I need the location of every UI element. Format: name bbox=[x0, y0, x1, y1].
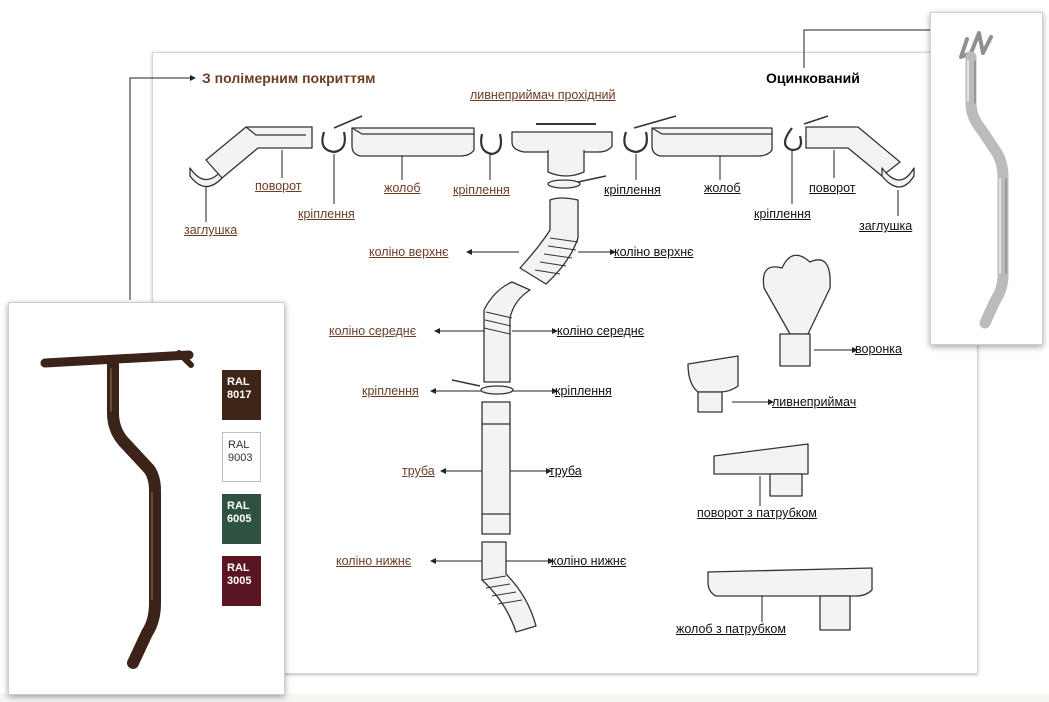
label-gutter-outlet: жолоб з патрубком bbox=[676, 622, 786, 636]
label-upper-elbow-right: коліно верхнє bbox=[614, 245, 694, 259]
label-bottom-elbow-right: коліно нижнє bbox=[551, 554, 627, 568]
polymer-downpipe-photo bbox=[40, 350, 194, 669]
galvanized-photo-panel bbox=[930, 12, 1043, 345]
galvanized-downpipe-photo bbox=[959, 31, 1009, 329]
label-gutter-right: жолоб bbox=[704, 181, 741, 195]
label-middle-elbow-right: коліно середнє bbox=[557, 324, 645, 338]
floor-strip bbox=[0, 694, 1049, 702]
zinc-heading: Оцинкований bbox=[766, 70, 860, 86]
label-bracket-center-left: кріплення bbox=[453, 183, 510, 197]
swatch-ral-6005: RAL 6005 bbox=[222, 494, 261, 544]
label-outlet: ливнеприймач bbox=[772, 395, 857, 409]
label-bracket-left: кріплення bbox=[298, 207, 355, 221]
label-pass-outlet: ливнеприймач прохідний bbox=[470, 88, 616, 102]
label-bracket-center-right: кріплення bbox=[604, 183, 661, 197]
label-pipe-clamp-right: кріплення bbox=[555, 384, 612, 398]
label-bracket-right: кріплення bbox=[754, 207, 811, 221]
label-pipe-left: труба bbox=[402, 464, 435, 478]
swatch-ral-8017: RAL 8017 bbox=[222, 370, 261, 420]
label-corner-left: поворот bbox=[255, 179, 302, 193]
polymer-heading: З полімерним покриттям bbox=[202, 70, 376, 86]
swatch-ral-3005: RAL 3005 bbox=[222, 556, 261, 606]
label-upper-elbow-left: коліно верхнє bbox=[369, 245, 449, 259]
label-corner-right: поворот bbox=[809, 181, 856, 195]
label-funnel: воронка bbox=[855, 342, 902, 356]
label-gutter-left: жолоб bbox=[384, 181, 421, 195]
polymer-photo-panel: RAL 8017 RAL 9003 RAL 6005 RAL 3005 bbox=[8, 302, 285, 695]
label-end-cap-left: заглушка bbox=[184, 223, 238, 237]
label-pipe-clamp-left: кріплення bbox=[362, 384, 419, 398]
label-end-cap-right: заглушка bbox=[859, 219, 913, 233]
swatch-ral-9003: RAL 9003 bbox=[222, 432, 261, 482]
label-corner-outlet: поворот з патрубком bbox=[697, 506, 817, 520]
label-bottom-elbow-left: коліно нижнє bbox=[336, 554, 412, 568]
label-middle-elbow-left: коліно середнє bbox=[329, 324, 417, 338]
label-pipe-right: труба bbox=[549, 464, 582, 478]
